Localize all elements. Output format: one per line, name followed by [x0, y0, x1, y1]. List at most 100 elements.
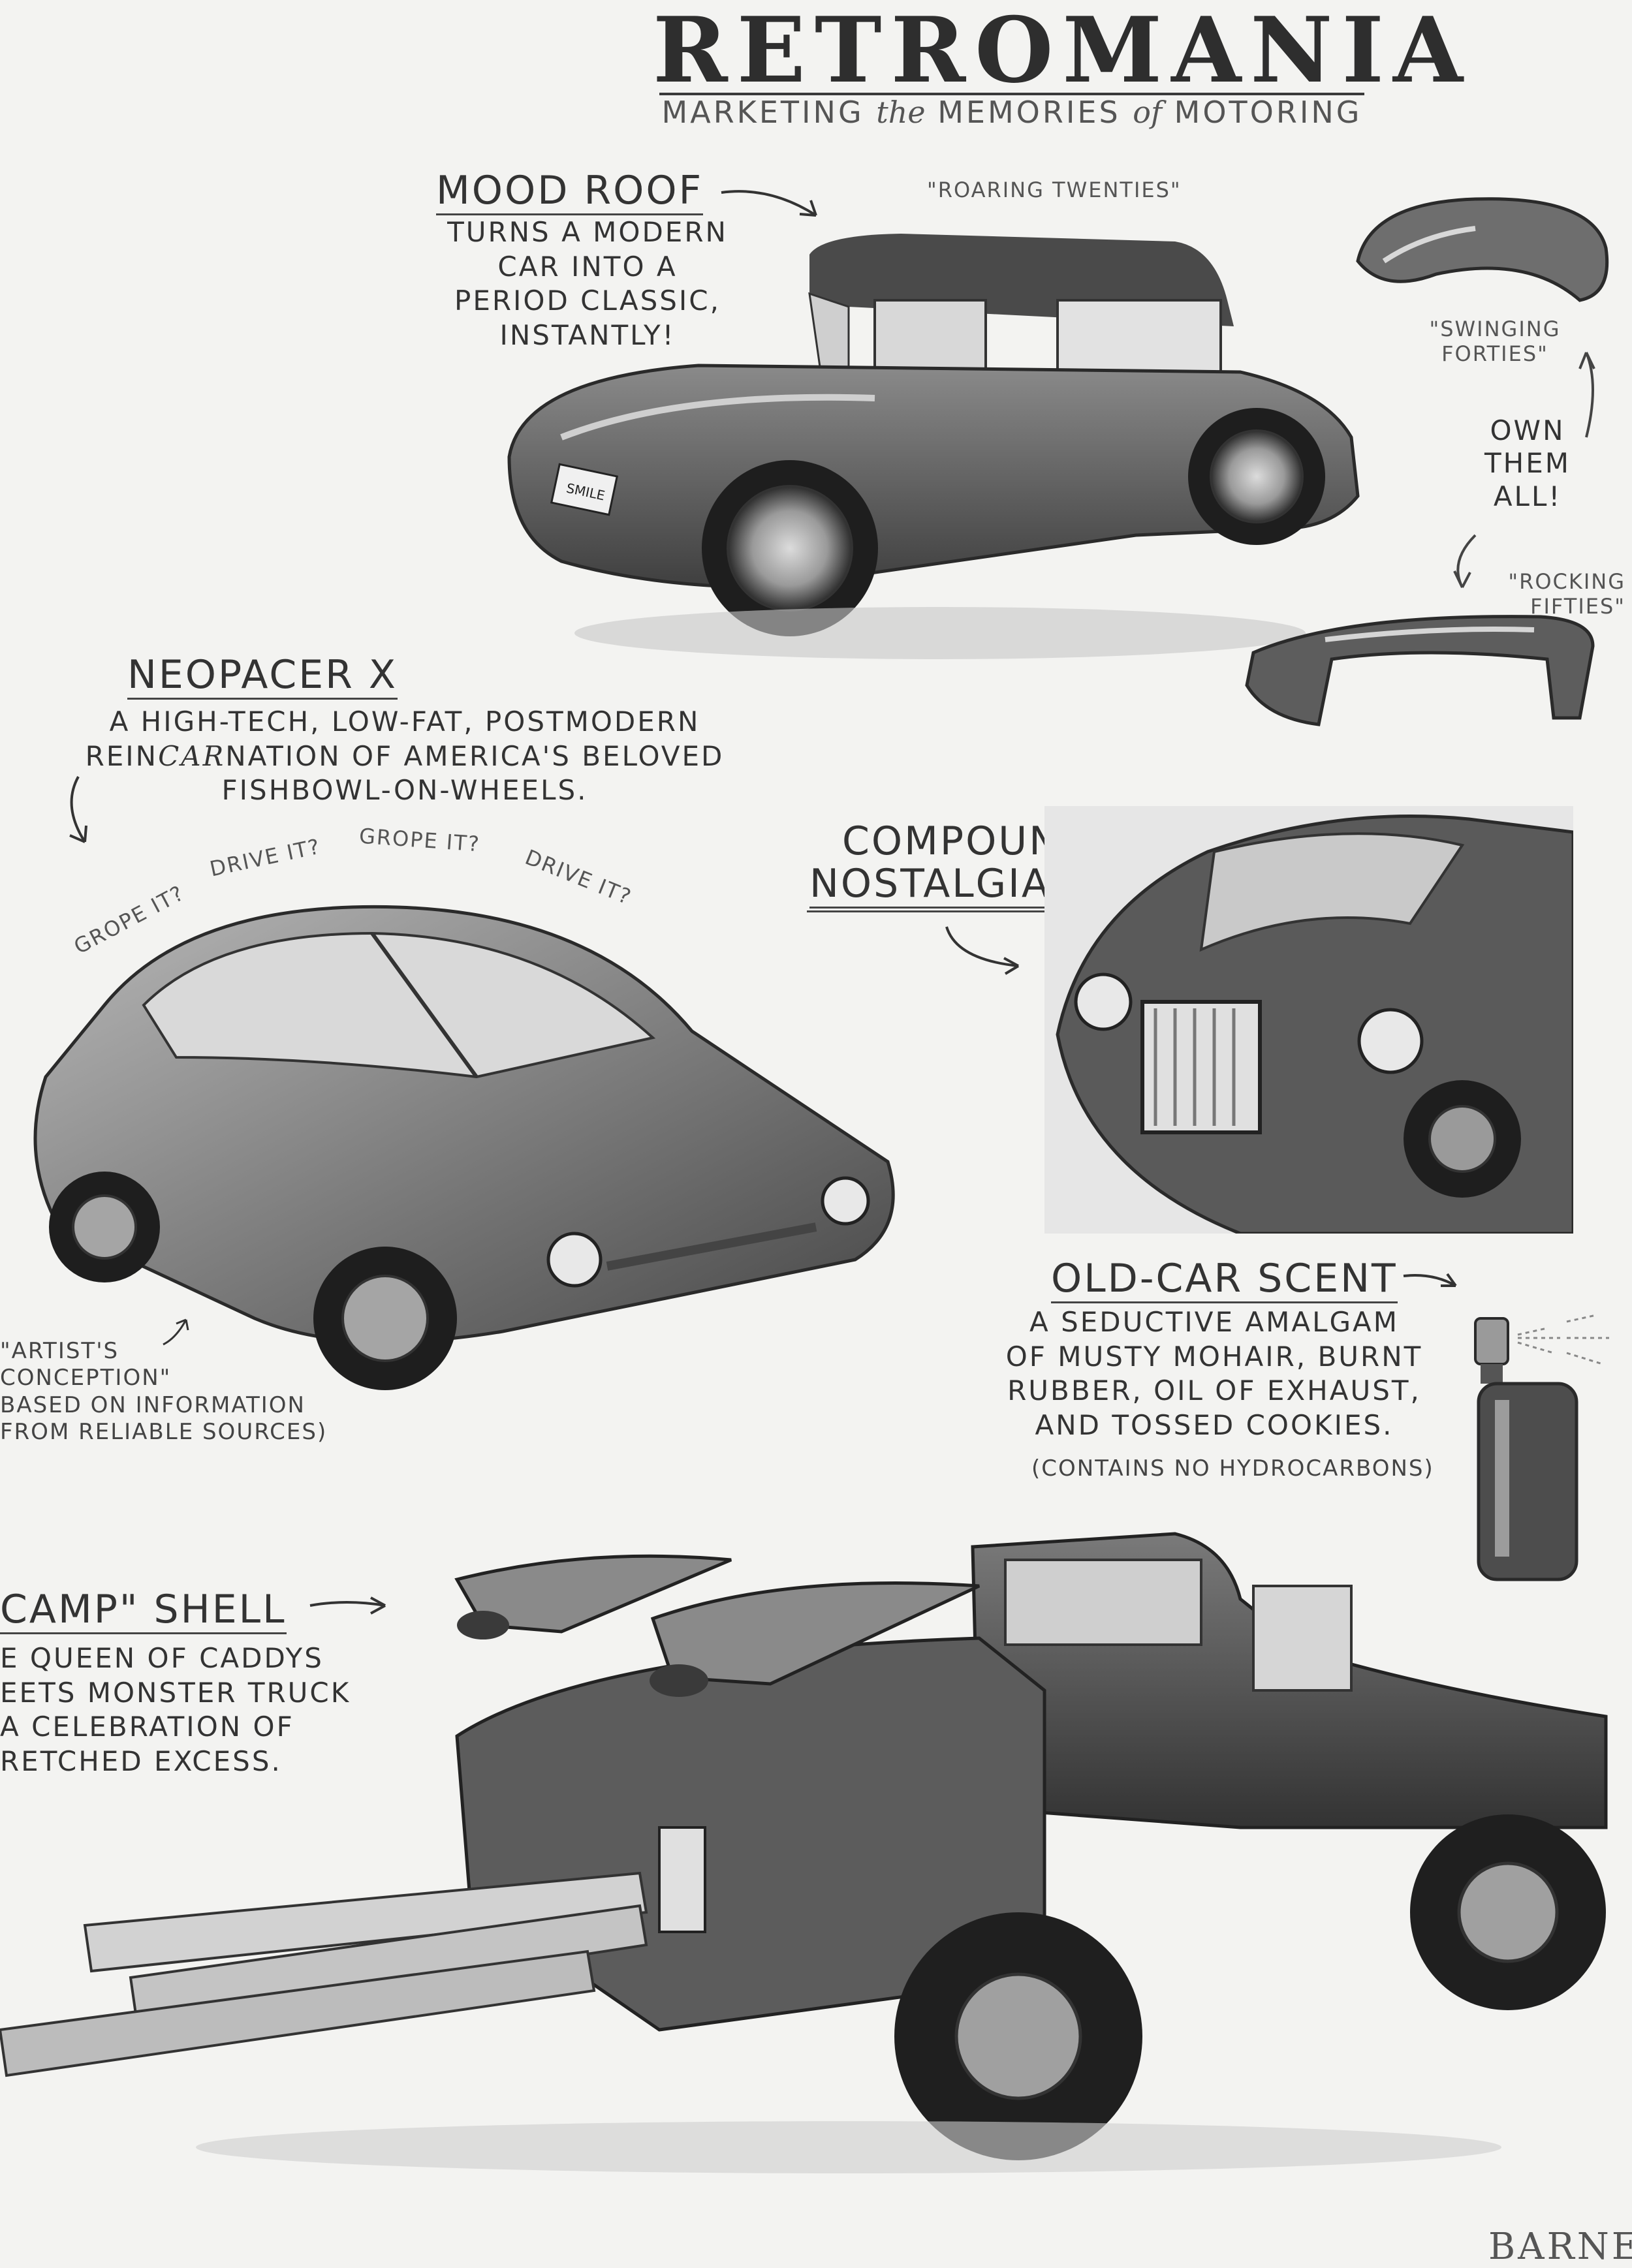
arrow-icon — [945, 926, 1020, 975]
headlight — [1074, 972, 1133, 1031]
line-part: REIN — [85, 739, 159, 772]
wheel — [1428, 1105, 1496, 1173]
compound-nostalgia-sketch — [1044, 806, 1573, 1234]
label-line: THEM — [1484, 447, 1571, 480]
mood-roof-text: TURNS A MODERN CAR INTO A PERIOD CLASSIC… — [431, 215, 744, 352]
scent-line: A SEDUCTIVE AMALGAM — [1029, 1306, 1399, 1338]
glass-canopy — [142, 931, 656, 1079]
camp-shell-heading: CAMP" SHELL — [0, 1587, 287, 1634]
neopacer-text: A HIGH-TECH, LOW-FAT, POSTMODERN REINCAR… — [39, 705, 770, 808]
mood-roof-heading: MOOD ROOF — [436, 168, 704, 215]
rear-wheel — [72, 1194, 137, 1260]
arrow-icon — [721, 190, 817, 217]
camp-line: E QUEEN OF CADDYS — [0, 1642, 324, 1674]
car-shadow — [574, 607, 1306, 659]
compound-heading-2: NOSTALGIA — [809, 862, 1050, 909]
grille — [606, 1222, 817, 1271]
bottle-neck — [1481, 1364, 1503, 1384]
tail-fin-right — [650, 1581, 981, 1686]
side-window — [1252, 1585, 1353, 1692]
caption-line: FROM RELIABLE SOURCES) — [0, 1419, 328, 1446]
license-plate — [550, 463, 619, 516]
tail-fin-left — [454, 1554, 732, 1634]
arrow-icon — [1403, 1273, 1457, 1287]
neopacer-car-sketch — [33, 905, 895, 1390]
artists-conception-caption: "ARTIST'S CONCEPTION" BASED ON INFORMATI… — [0, 1338, 327, 1446]
arrow-icon — [69, 776, 87, 843]
caption-line: BASED ON INFORMATION — [0, 1391, 306, 1418]
label-line: FORTIES" — [1441, 341, 1548, 366]
cab-window — [1004, 1559, 1202, 1646]
subtitle-part: MARKETING — [661, 95, 864, 130]
hood-highlight — [560, 394, 875, 441]
subtitle: MARKETING the MEMORIES of MOTORING — [659, 95, 1364, 130]
bottle-highlight — [1495, 1400, 1509, 1557]
rear-wheel — [1210, 429, 1304, 523]
scent-note: (CONTAINS NO HYDROCARBONS) — [1031, 1455, 1434, 1482]
arc-text: GROPE IT? — [358, 823, 481, 857]
mood-roof-line: INSTANTLY! — [499, 318, 676, 351]
rocking-fifties-label: "ROCKING FIFTIES" — [1482, 569, 1625, 619]
camp-line: EETS MONSTER TRUCK — [0, 1676, 351, 1709]
grille-slats — [1153, 1008, 1236, 1126]
mood-roof-line: PERIOD CLASSIC, — [454, 285, 721, 317]
spray-nozzle — [1474, 1317, 1509, 1365]
rocking-fifties-roof-sketch — [1245, 615, 1595, 726]
mood-roof-line: CAR INTO A — [497, 250, 678, 283]
caption-line: CONCEPTION" — [0, 1365, 172, 1391]
camp-shell-text: E QUEEN OF CADDYS EETS MONSTER TRUCK A C… — [0, 1641, 351, 1779]
headlight — [821, 1176, 870, 1226]
neopacer-line: A HIGH-TECH, LOW-FAT, POSTMODERN — [109, 706, 700, 738]
headlight — [1357, 1008, 1424, 1074]
front-wheel — [1457, 1861, 1559, 1963]
fin-taillight — [457, 1611, 509, 1639]
camp-line: A CELEBRATION OF — [0, 1711, 294, 1743]
arrow-icon — [163, 1318, 189, 1346]
rear-wheel — [954, 1972, 1082, 2100]
scent-line: AND TOSSED COOKIES. — [1035, 1408, 1394, 1441]
spray-mist — [1517, 1314, 1609, 1365]
camp-line: RETCHED EXCESS. — [0, 1745, 282, 1777]
lumber-plank — [0, 1950, 596, 2077]
subtitle-of: of — [1133, 95, 1163, 130]
fin-taillight — [650, 1664, 708, 1697]
scent-line: OF MUSTY MOHAIR, BURNT — [1005, 1340, 1423, 1373]
truck-shadow — [196, 2121, 1501, 2173]
headlight — [546, 1232, 603, 1288]
arrow-icon — [309, 1596, 386, 1615]
label-line: OWN — [1490, 414, 1565, 446]
pillar — [370, 932, 479, 1078]
page-title: RETROMANIA — [653, 0, 1473, 103]
line-part: NATION OF AMERICA'S BELOVED — [225, 739, 725, 772]
caption-line: "ARTIST'S — [0, 1338, 119, 1364]
scent-heading: OLD-CAR SCENT — [1051, 1256, 1398, 1303]
neopacer-heading: NEOPACER X — [127, 653, 398, 700]
mood-roof-car-sketch: SMILE — [507, 234, 1360, 659]
label-line: "SWINGING — [1429, 317, 1561, 341]
title-rule — [659, 93, 1364, 95]
cycle-arrows-icon — [1453, 352, 1595, 588]
label-line: ALL! — [1493, 480, 1562, 512]
neopacer-line: FISHBOWL-ON-WHEELS. — [221, 774, 588, 806]
subtitle-part: MEMORIES — [937, 95, 1121, 130]
artist-signature: BARNEY — [1488, 2226, 1632, 2268]
neopacer-line: REINCARNATION OF AMERICA'S BELOVED — [39, 739, 770, 774]
label-line: "ROCKING — [1508, 569, 1625, 594]
scent-line: RUBBER, OIL OF EXHAUST, — [1007, 1375, 1421, 1406]
mood-roof-line: TURNS A MODERN — [447, 216, 728, 248]
camp-shell-truck-sketch — [0, 1532, 1608, 2173]
subtitle-part: MOTORING — [1174, 95, 1362, 130]
compound-rule — [807, 910, 1075, 912]
line-part-car: CAR — [158, 739, 226, 772]
label-line: FIFTIES" — [1530, 594, 1625, 619]
rear-light — [658, 1826, 706, 1933]
rolls-grille — [1140, 1000, 1262, 1134]
front-wheel — [341, 1275, 429, 1362]
windshield — [1199, 832, 1465, 952]
subtitle-the: the — [876, 95, 926, 130]
roaring-twenties-label: "ROARING TWENTIES" — [927, 178, 1182, 202]
lumber-plank — [83, 1871, 648, 1973]
front-wheel — [727, 485, 853, 612]
swinging-forties-label: "SWINGING FORTIES" — [1417, 317, 1573, 366]
spray-bottle-sketch — [1474, 1314, 1609, 1581]
